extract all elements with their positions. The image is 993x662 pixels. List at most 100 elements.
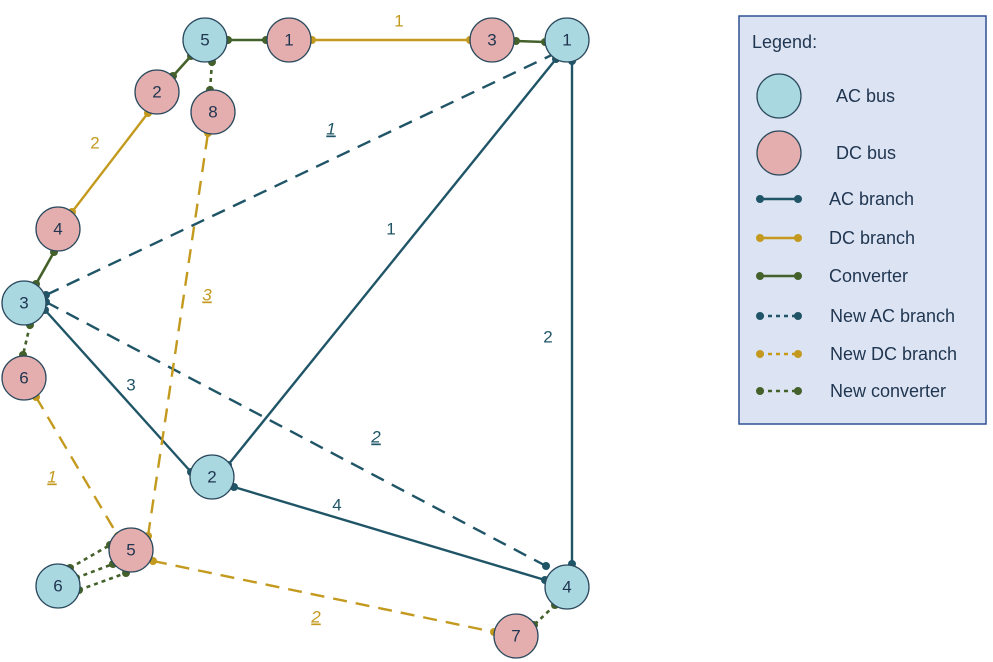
ac-bus-4: 4: [544, 564, 590, 610]
bus-circle: [134, 69, 180, 115]
edge-label: 2: [90, 133, 99, 152]
legend-dot: [794, 312, 802, 320]
new-converter: [75, 569, 130, 594]
legend-item: New AC branch: [756, 306, 955, 326]
legend-dot: [794, 195, 802, 203]
edge-line: [45, 300, 547, 568]
legend-dot: [794, 272, 802, 280]
dc-branch: 2: [68, 109, 152, 216]
legend-dot: [756, 272, 764, 280]
ac-bus-6: 6: [35, 563, 81, 609]
legend-item: Converter: [756, 266, 908, 286]
legend-items: AC bus DC bus AC branch DC branchConverterN…: [756, 73, 957, 401]
legend-dot: [756, 234, 764, 242]
ac-branch: 2: [543, 57, 576, 568]
legend-item-label: DC bus: [836, 143, 896, 163]
bus-label: 7: [511, 626, 520, 645]
new-ac-branch: 2: [42, 298, 550, 570]
edges-layer: 1 2 3 4 1 2 1 2 1 2 3: [19, 11, 576, 636]
legend-item: AC branch: [756, 189, 914, 209]
legend-title: Legend:: [752, 32, 817, 52]
converter: [224, 36, 270, 44]
bus-circle: [544, 564, 590, 610]
edge-label: 1: [326, 119, 335, 138]
dc-bus-6: 6: [1, 355, 47, 401]
edge-line: [227, 58, 557, 466]
bus-label: 4: [562, 577, 571, 596]
bus-circle: [182, 17, 228, 63]
edge-label: 4: [332, 495, 341, 514]
edge-label: 1: [47, 467, 56, 486]
ac-bus-2: 2: [189, 454, 235, 500]
ac-branch: 1: [224, 55, 560, 469]
edge-label: 2: [543, 327, 552, 346]
legend-item-label: AC branch: [829, 189, 914, 209]
bus-label: 2: [152, 82, 161, 101]
new-dc-branch: 1: [32, 393, 122, 540]
bus-label: 5: [200, 30, 209, 49]
bus-label: 2: [207, 467, 216, 486]
legend-item: AC bus: [756, 73, 895, 119]
nodes-layer: 1 2 3 4 5 6 1 2 3 4 5 6 7 8: [1, 17, 590, 659]
edge-label: 2: [370, 427, 381, 446]
dc-bus-5: 5: [108, 527, 154, 573]
bus-circle: [493, 613, 539, 659]
converter: [32, 248, 58, 288]
edge-endpoint-dot: [542, 562, 550, 570]
edge-label: 3: [126, 375, 135, 394]
edge-line: [21, 324, 32, 356]
legend-dot: [756, 195, 764, 203]
edge-line: [78, 571, 127, 592]
legend: Legend: AC bus DC bus AC branch DC branchCo…: [738, 15, 987, 425]
legend-item-label: New converter: [830, 381, 946, 401]
dc-branch: 1: [308, 11, 474, 44]
legend-dot: [756, 387, 764, 395]
edge-label: 1: [394, 11, 403, 30]
edge-label: 1: [386, 219, 395, 238]
new-ac-branch: 1: [42, 49, 560, 299]
bus-circle: [189, 454, 235, 500]
bus-circle: [190, 89, 236, 135]
legend-item: DC branch: [756, 228, 915, 248]
bus-circle: [469, 17, 515, 63]
edge-line: [69, 543, 111, 570]
bus-label: 6: [19, 368, 28, 387]
dc-bus-2: 2: [134, 69, 180, 115]
bus-label: 3: [487, 30, 496, 49]
new-converter: [19, 321, 34, 359]
edge-line: [71, 112, 149, 213]
legend-dot: [756, 312, 764, 320]
bus-circle: [108, 527, 154, 573]
bus-circle: [266, 17, 312, 63]
dc-bus-8: 8: [190, 89, 236, 135]
ac-bus-5: 5: [182, 17, 228, 63]
legend-item: New converter: [756, 381, 946, 401]
legend-item-label: AC bus: [836, 86, 895, 106]
legend-dot: [756, 350, 764, 358]
bus-label: 3: [19, 293, 28, 312]
edge-line: [208, 61, 214, 91]
edge-line: [533, 604, 556, 626]
bus-label: 4: [53, 219, 62, 238]
edge-label: 3: [202, 285, 212, 304]
edge-line: [152, 559, 495, 634]
bus-label: 6: [53, 576, 62, 595]
bus-circle: [35, 206, 81, 252]
new-dc-branch: 2: [149, 557, 498, 636]
bus-label: 8: [208, 102, 217, 121]
legend-item-label: New DC branch: [830, 344, 957, 364]
ac-branch: 3: [41, 306, 195, 476]
edge-line: [34, 396, 120, 537]
bus-circle: [544, 17, 590, 63]
new-converter: [206, 58, 216, 94]
legend-dot: [794, 387, 802, 395]
dc-bus-7: 7: [493, 613, 539, 659]
dc-bus-1: 1: [266, 17, 312, 63]
edge-line: [34, 251, 56, 285]
ac-bus-3: 3: [1, 280, 47, 326]
edge-line: [75, 562, 114, 580]
dc-bus-3: 3: [469, 17, 515, 63]
ac-bus-1: 1: [544, 17, 590, 63]
converter: [512, 37, 549, 46]
